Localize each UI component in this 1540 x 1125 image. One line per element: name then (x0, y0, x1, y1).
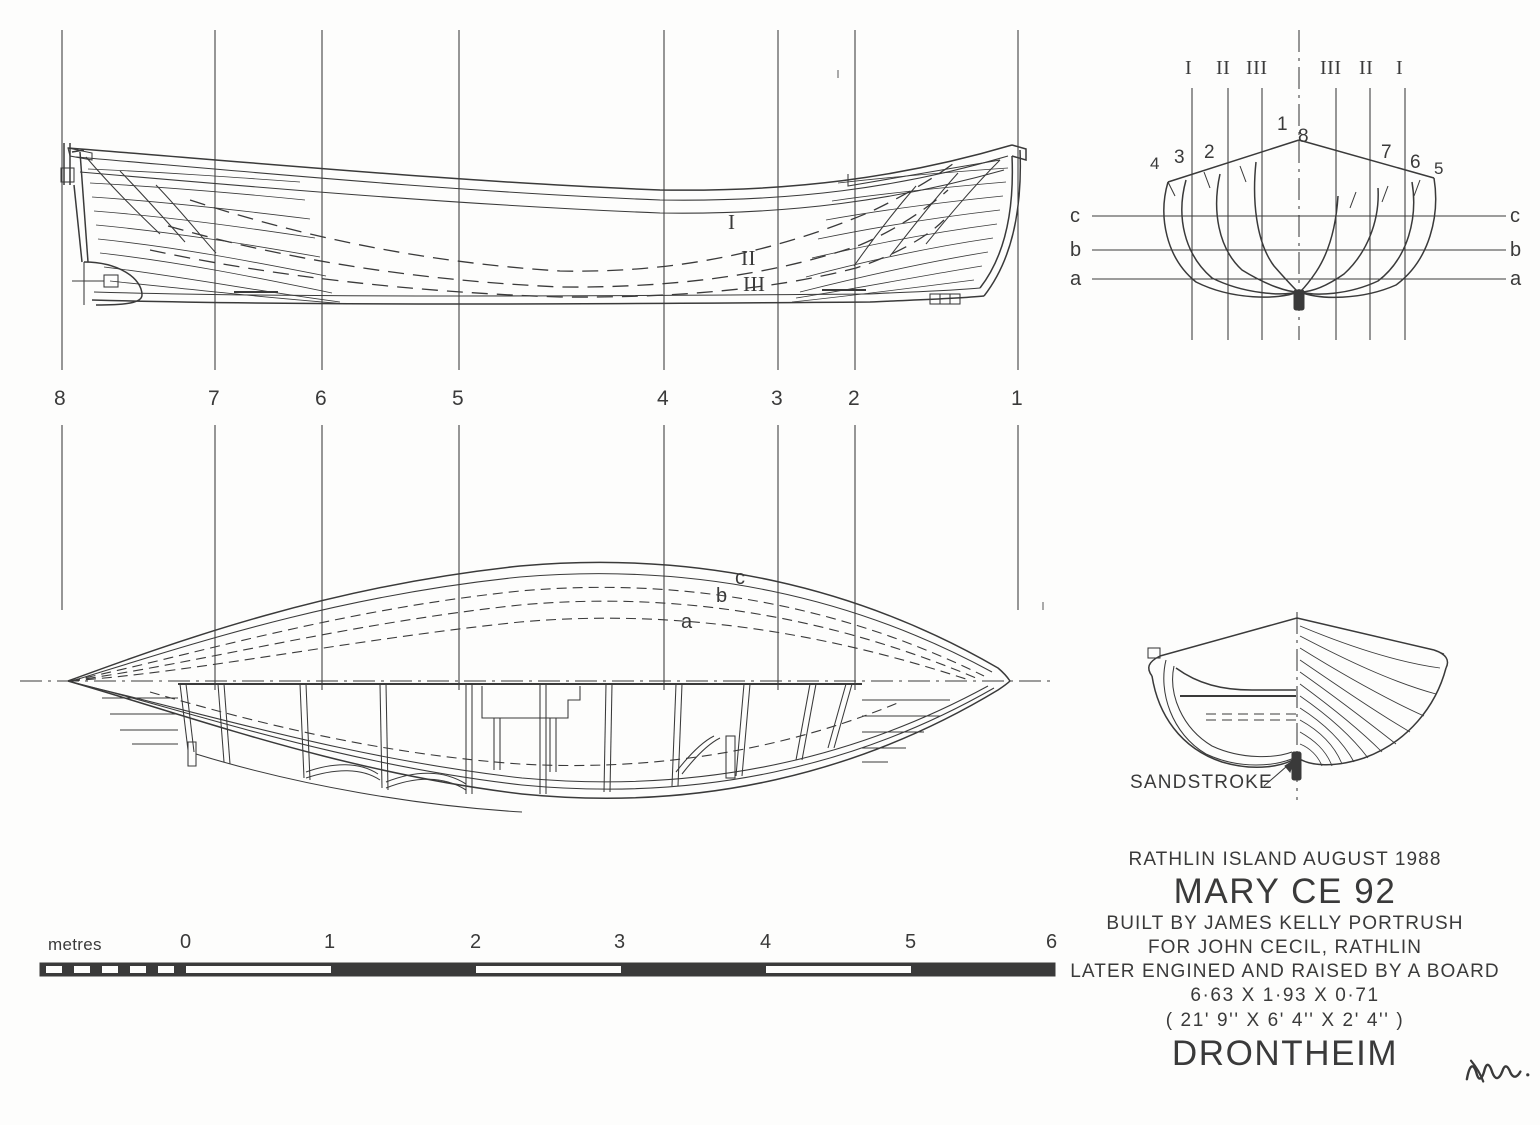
body-station-label-2: 2 (1204, 142, 1216, 163)
body-station-label-8: 8 (1298, 126, 1310, 147)
sandstroke-label: SANDSTROKE (1130, 772, 1273, 793)
body-waterline-label-left-c: c (1070, 205, 1081, 227)
title-owner: FOR JOHN CECIL, RATHLIN (1147, 936, 1423, 958)
body-waterline-label-right-a: a (1510, 268, 1522, 290)
body-waterline-label-right-c: c (1510, 205, 1521, 227)
halfbreadth-waterline-label-c: c (735, 567, 746, 589)
body-buttock-label-left-I: I (1185, 57, 1193, 79)
midship-section-detail (1147, 612, 1449, 800)
station-label-8: 8 (54, 387, 67, 410)
stern-interior-lines (102, 697, 178, 745)
station-label-6: 6 (315, 387, 328, 410)
body-waterline-label-left-a: a (1070, 268, 1082, 290)
station-label-1: 1 (1011, 387, 1024, 410)
scale-unit-label: metres (48, 935, 102, 954)
station-label-5: 5 (452, 387, 465, 410)
body-waterline-label-left-b: b (1070, 239, 1082, 261)
body-buttock-label-right-III: III (1320, 57, 1342, 79)
sheer-station-lines (61, 30, 1019, 370)
body-station-label-6: 6 (1410, 152, 1422, 173)
title-block: RATHLIN ISLAND AUGUST 1988 MARY CE 92 BU… (1055, 848, 1515, 1073)
scale-tick-5: 5 (905, 931, 917, 953)
scale-tick-2: 2 (470, 931, 482, 953)
halfbreadth-waterline-label-b: b (716, 585, 728, 607)
body-station-label-4: 4 (1150, 154, 1160, 173)
sheer-buttock-label-I: I (728, 210, 736, 234)
sheer-buttock-label-III: III (743, 272, 766, 296)
body-buttock-label-right-II: II (1359, 57, 1374, 79)
body-station-label-1: 1 (1277, 114, 1289, 135)
title-location-date: RATHLIN ISLAND AUGUST 1988 (1128, 849, 1442, 870)
body-buttock-label-left-III: III (1246, 57, 1268, 79)
body-buttock-label-right-I: I (1396, 57, 1404, 79)
scale-bar-graphic (39, 962, 1056, 977)
body-waterline-label-right-b: b (1510, 239, 1522, 261)
title-dimensions-imperial: ( 21' 9'' X 6' 4'' X 2' 4'' ) (1165, 1010, 1405, 1032)
title-builder: BUILT BY JAMES KELLY PORTRUSH (1106, 912, 1464, 934)
title-history: LATER ENGINED AND RAISED BY A BOARD (1070, 961, 1500, 983)
sheer-buttock-lines (149, 159, 959, 298)
signature (1460, 1048, 1533, 1089)
body-station-label-3: 3 (1174, 147, 1186, 168)
mast-step-box (481, 686, 581, 772)
title-vessel-name: MARY CE 92 (1173, 872, 1397, 912)
station-label-7: 7 (208, 387, 221, 410)
halfbreadth-plan (20, 561, 1052, 813)
title-dimensions-metric: 6·63 X 1·93 X 0·71 (1190, 985, 1380, 1007)
scale-tick-0: 0 (180, 931, 192, 953)
body-buttock-label-left-II: II (1216, 57, 1231, 79)
halfbreadth-station-lines (61, 425, 1044, 690)
station-label-3: 3 (771, 387, 784, 410)
body-plan (1092, 30, 1506, 340)
station-label-4: 4 (657, 387, 670, 410)
body-station-label-7: 7 (1381, 142, 1393, 163)
body-station-label-5: 5 (1434, 159, 1444, 178)
scale-tick-4: 4 (760, 931, 772, 953)
planking-strakes (1299, 625, 1441, 767)
scale-tick-3: 3 (614, 931, 626, 953)
bow-strakes (791, 159, 1009, 303)
scale-tick-1: 1 (324, 931, 336, 953)
bow-interior-lines (862, 699, 950, 763)
title-type-name: DRONTHEIM (1171, 1033, 1399, 1073)
station-label-2: 2 (848, 387, 861, 410)
halfbreadth-waterline-label-a: a (681, 611, 693, 633)
sheer-hull-profile (60, 143, 1027, 306)
sheer-buttock-label-II: II (741, 246, 756, 270)
signature-glyph (1465, 1059, 1530, 1083)
scale-tick-6: 6 (1046, 931, 1058, 953)
stern-strakes (85, 156, 349, 305)
